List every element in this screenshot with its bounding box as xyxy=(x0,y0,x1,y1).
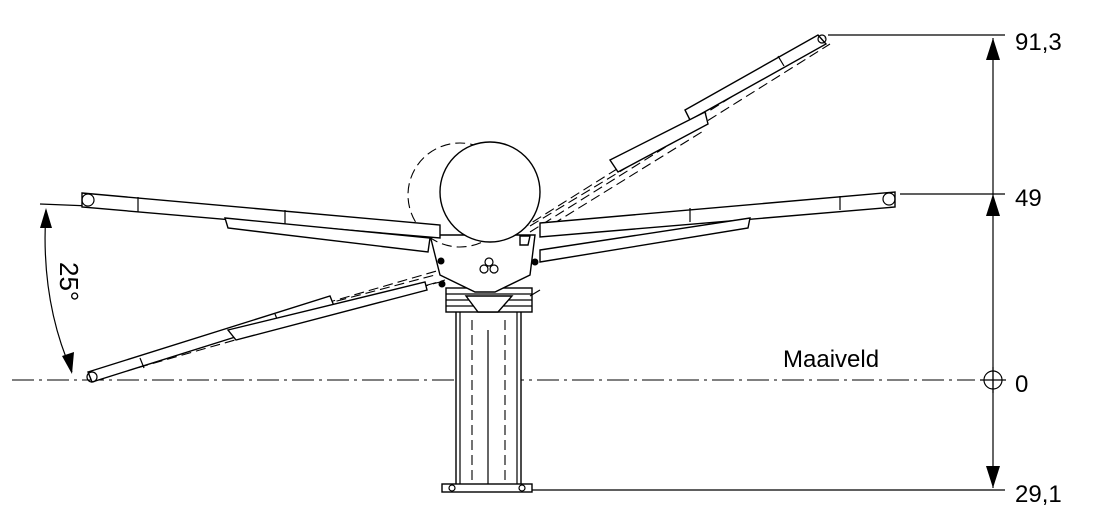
panel-arm-left xyxy=(81,192,441,253)
bolt-lower xyxy=(438,280,446,288)
ground-label: Maaiveld xyxy=(783,346,879,373)
angle-arrow-bottom xyxy=(62,352,74,374)
bolt-right xyxy=(531,258,539,266)
dim-arrow-bottom xyxy=(986,466,1000,488)
bolt-left xyxy=(437,257,445,265)
tilted-tube-right xyxy=(608,34,828,173)
pivot-hub xyxy=(429,234,536,293)
dim-arrow-top xyxy=(986,38,1000,60)
dim-label-bottom: 29,1 xyxy=(1015,481,1062,508)
angle-arrow-top xyxy=(40,208,52,228)
panel-arm-right xyxy=(539,191,896,263)
tilted-tube-left xyxy=(86,281,428,383)
base-plate xyxy=(441,483,533,493)
support-post xyxy=(441,309,533,493)
dim-label-top: 91,3 xyxy=(1015,29,1062,56)
dim-arrow-mid xyxy=(986,194,1000,216)
angle-label: 25° xyxy=(54,262,84,301)
dim-label-mid: 49 xyxy=(1015,185,1042,212)
main-hub-cylinder xyxy=(439,141,541,243)
dim-label-zero: 0 xyxy=(1015,371,1028,398)
dimension-scale xyxy=(530,34,1006,491)
